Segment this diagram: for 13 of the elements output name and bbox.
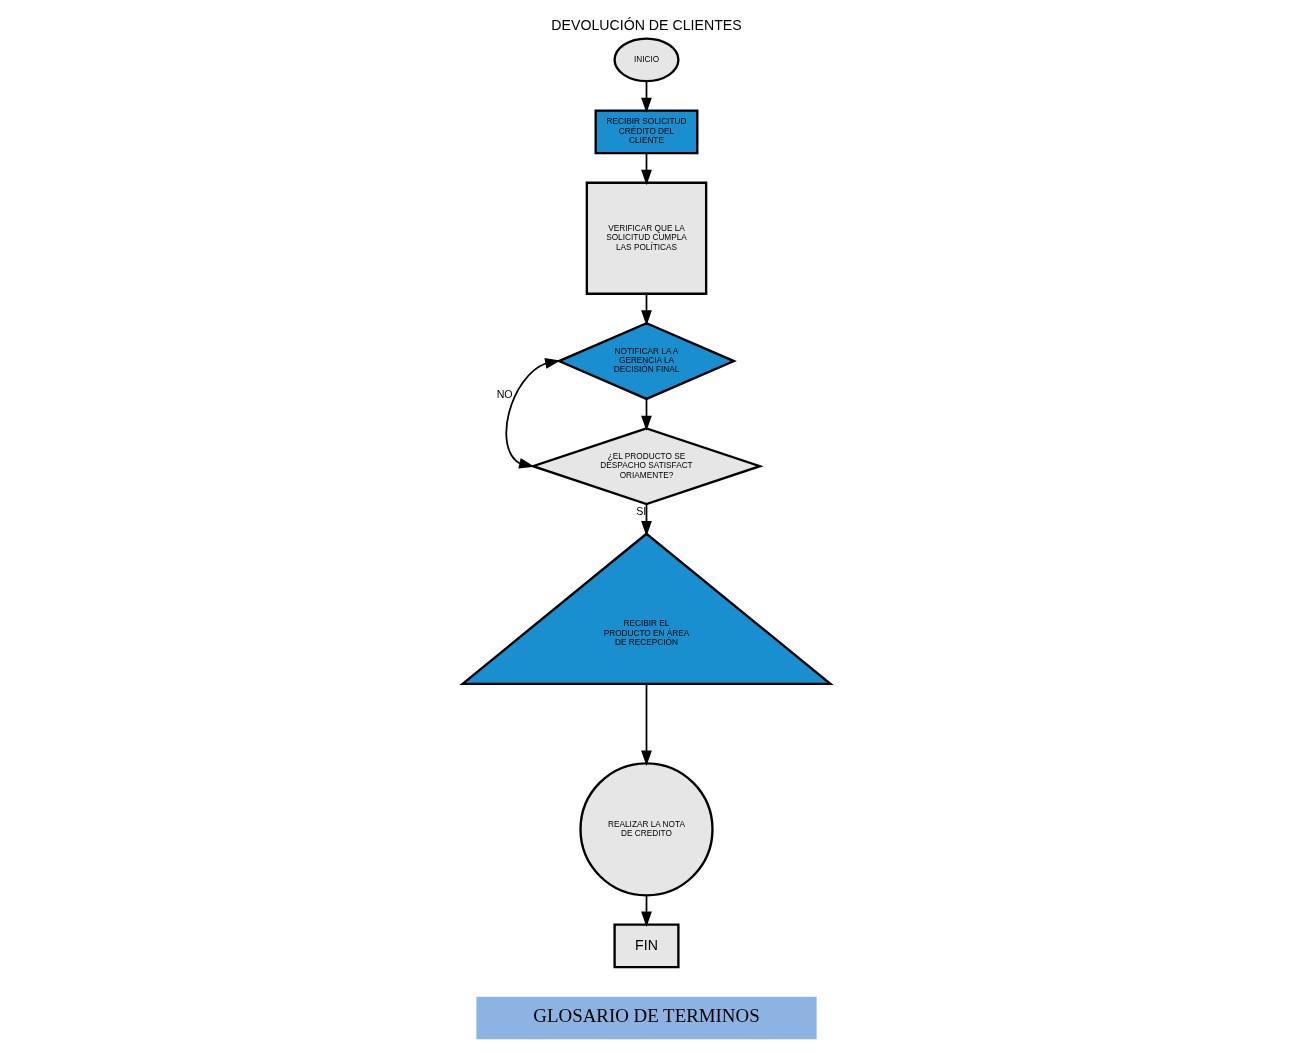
- node-ellipse: INICIO: [613, 37, 680, 83]
- node-diamond: ¿EL PRODUCTO SE DESPACHO SATISFACTORIAMENTE?: [529, 427, 764, 506]
- node-box: RECIBIR SOLICITUD CRÉDITO DEL CLIENTE: [594, 109, 699, 155]
- edge-label: NO: [496, 387, 513, 400]
- arrow: [641, 683, 652, 766]
- node-box: FIN: [613, 923, 680, 969]
- node-circle: REALIZAR LA NOTA DE CREDITO: [579, 762, 714, 897]
- node-diamond: NOTIFICAR LA A GERENCIA LA DECISIÓN FINAL: [556, 322, 737, 401]
- label: GLOSARIO DE TERMINOS: [533, 1005, 760, 1027]
- diagram-title: DEVOLUCIÓN DE CLIENTES: [551, 16, 742, 33]
- arrow: [505, 358, 561, 469]
- edge-label: SI: [636, 505, 647, 518]
- node-box: VERIFICAR QUE LA SOLICITUD CUMPLA LAS POLÍTICAS: [585, 181, 708, 295]
